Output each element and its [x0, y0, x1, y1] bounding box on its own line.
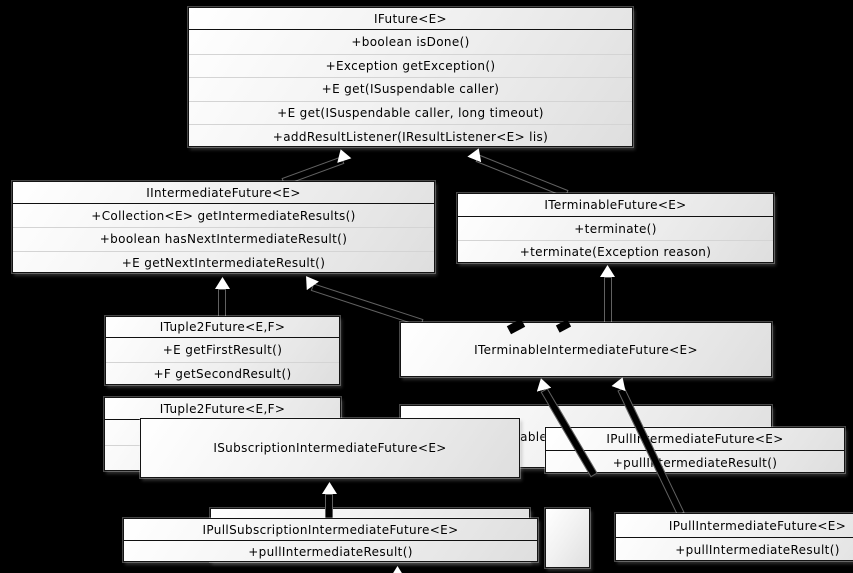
- class-method: +pullIntermediateResult(): [675, 543, 840, 557]
- class-method: +F getSecondResult(): [106, 361, 339, 386]
- class-title: IFuture<E>: [189, 8, 632, 30]
- class-method: +Collection<E> getIntermediateResults(): [91, 208, 356, 223]
- class-method: +terminate(Exception reason): [458, 240, 773, 263]
- arrowhead-icon: [600, 265, 615, 277]
- arrowhead-icon: [390, 566, 405, 573]
- class-box-iintermediatefuture: IIntermediateFuture<E> +Collection<E> ge…: [12, 181, 435, 273]
- class-method: +boolean hasNextIntermediateResult(): [13, 227, 434, 250]
- class-method: +E get(ISuspendable caller): [189, 77, 632, 101]
- class-title: ITuple2Future<E,F>: [106, 317, 339, 338]
- class-title: IPullSubscriptionIntermediateFuture<E>: [124, 519, 537, 541]
- inheritance-line: [604, 277, 612, 323]
- class-title: ITerminableIntermediateFuture<E>: [474, 342, 698, 357]
- inheritance-line: [325, 494, 333, 519]
- class-method: +Exception getException(): [189, 53, 632, 78]
- arrowhead-icon: [215, 277, 230, 289]
- class-method: +pullIntermediateResult(): [248, 545, 413, 559]
- arrowhead-icon: [322, 482, 337, 494]
- class-box-iterminablefuture: ITerminableFuture<E> +terminate() +termi…: [457, 193, 774, 263]
- class-method: +E get(ISuspendable caller, long timeout…: [189, 100, 632, 125]
- class-title: ISubscriptionIntermediateFuture<E>: [213, 441, 447, 455]
- class-method: +boolean isDone(): [351, 34, 470, 49]
- class-box-ifuture: IFuture<E> +boolean isDone() +Exception …: [188, 7, 633, 147]
- class-box-ipullintermediatefuture-2: IPullIntermediateFuture<E> +pullIntermed…: [615, 513, 853, 561]
- class-box-ipullsubscriptionintermediatefuture: IPullSubscriptionIntermediateFuture<E> +…: [123, 518, 538, 562]
- arrowhead-icon: [611, 375, 629, 391]
- class-box-isubscriptionintermediatefuture: ISubscriptionIntermediateFuture<E>: [140, 418, 520, 478]
- class-title: IIntermediateFuture<E>: [13, 182, 434, 204]
- class-method: +E getNextIntermediateResult(): [13, 250, 434, 274]
- class-title: ITerminableFuture<E>: [458, 194, 773, 217]
- inheritance-line: [475, 154, 569, 198]
- class-title: IPullIntermediateFuture<E>: [546, 428, 844, 451]
- class-title: IPullIntermediateFuture<E>: [616, 514, 853, 538]
- hidden-box-fragment: [545, 508, 590, 568]
- class-method: +terminate(): [574, 221, 657, 236]
- class-box-ituple2future: ITuple2Future<E,F> +E getFirstResult() +…: [105, 316, 340, 385]
- class-box-iterminableintermediatefuture: ITerminableIntermediateFuture<E>: [400, 322, 772, 377]
- inheritance-line: [218, 289, 226, 317]
- class-method: +E getFirstResult(): [162, 342, 283, 357]
- class-title: ITuple2Future<E,F>: [105, 398, 340, 420]
- class-method: +addResultListener(IResultListener<E> li…: [189, 124, 632, 148]
